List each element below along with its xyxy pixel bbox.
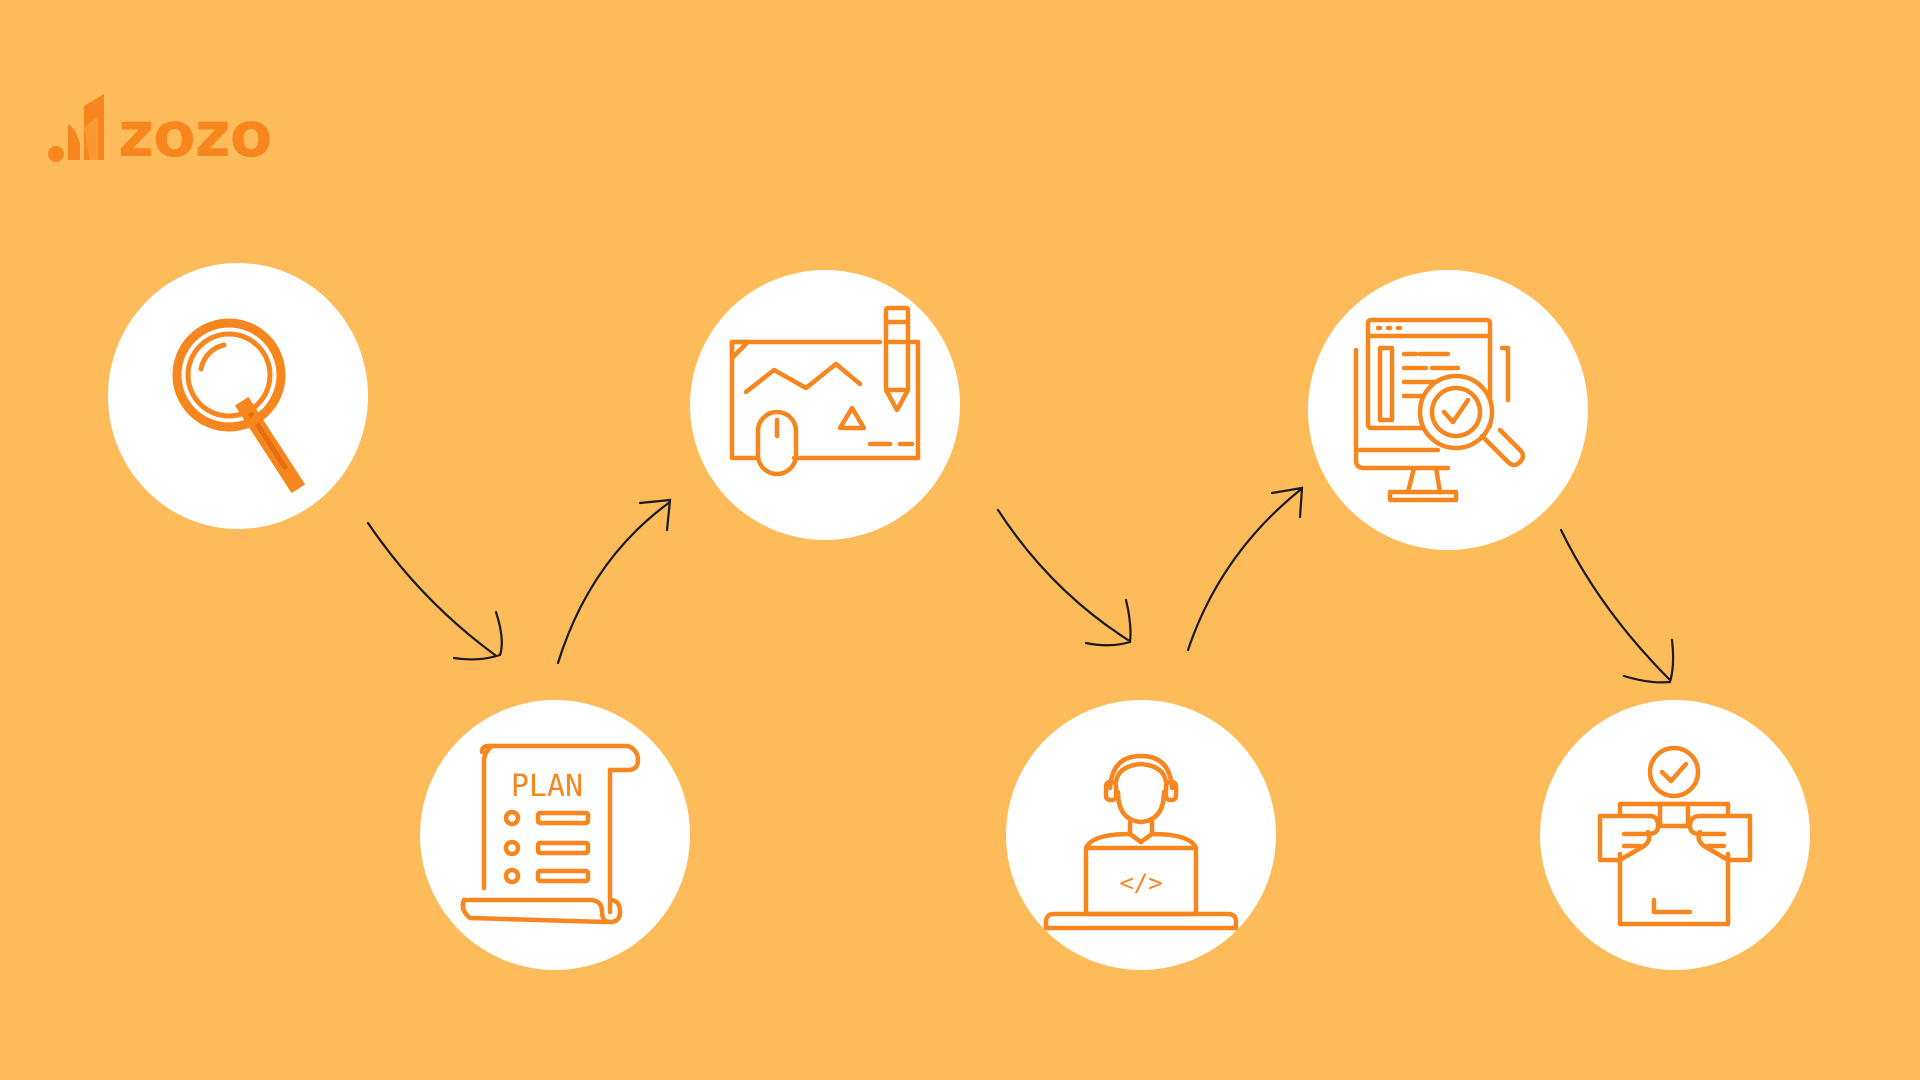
step-research (108, 263, 368, 529)
step-test (1308, 270, 1588, 550)
code-label: </> (1119, 869, 1162, 897)
monitor-inspect-icon (1353, 317, 1526, 503)
arrow-test-to-deliver (1559, 528, 1672, 682)
step-deliver (1540, 700, 1810, 970)
step-plan: PLAN (420, 700, 690, 970)
arrow-plan-to-design (556, 500, 672, 665)
arrowhead-plan-to-design (638, 498, 672, 532)
delivery-box-icon (1597, 745, 1753, 927)
logo-mark-icon (48, 94, 104, 162)
magnifier-icon (172, 318, 306, 494)
plan-label: PLAN (511, 769, 583, 804)
developer-icon: </> (1043, 753, 1239, 931)
arrow-develop-to-test (1186, 488, 1302, 652)
step-design (690, 270, 960, 540)
arrowhead-research-to-plan (452, 610, 503, 661)
arrowhead-develop-to-test (1270, 486, 1304, 519)
arrowhead-design-to-develop (1084, 598, 1132, 647)
arrow-design-to-develop (996, 508, 1130, 642)
brand-name: zozo (118, 98, 272, 171)
brand-logo: zozo (46, 88, 306, 178)
step-develop: </> (1006, 700, 1276, 970)
arrowhead-test-to-deliver (1622, 638, 1675, 684)
design-board-icon (729, 305, 921, 477)
arrow-research-to-plan (366, 521, 497, 657)
plan-scroll-icon: PLAN (460, 743, 641, 925)
